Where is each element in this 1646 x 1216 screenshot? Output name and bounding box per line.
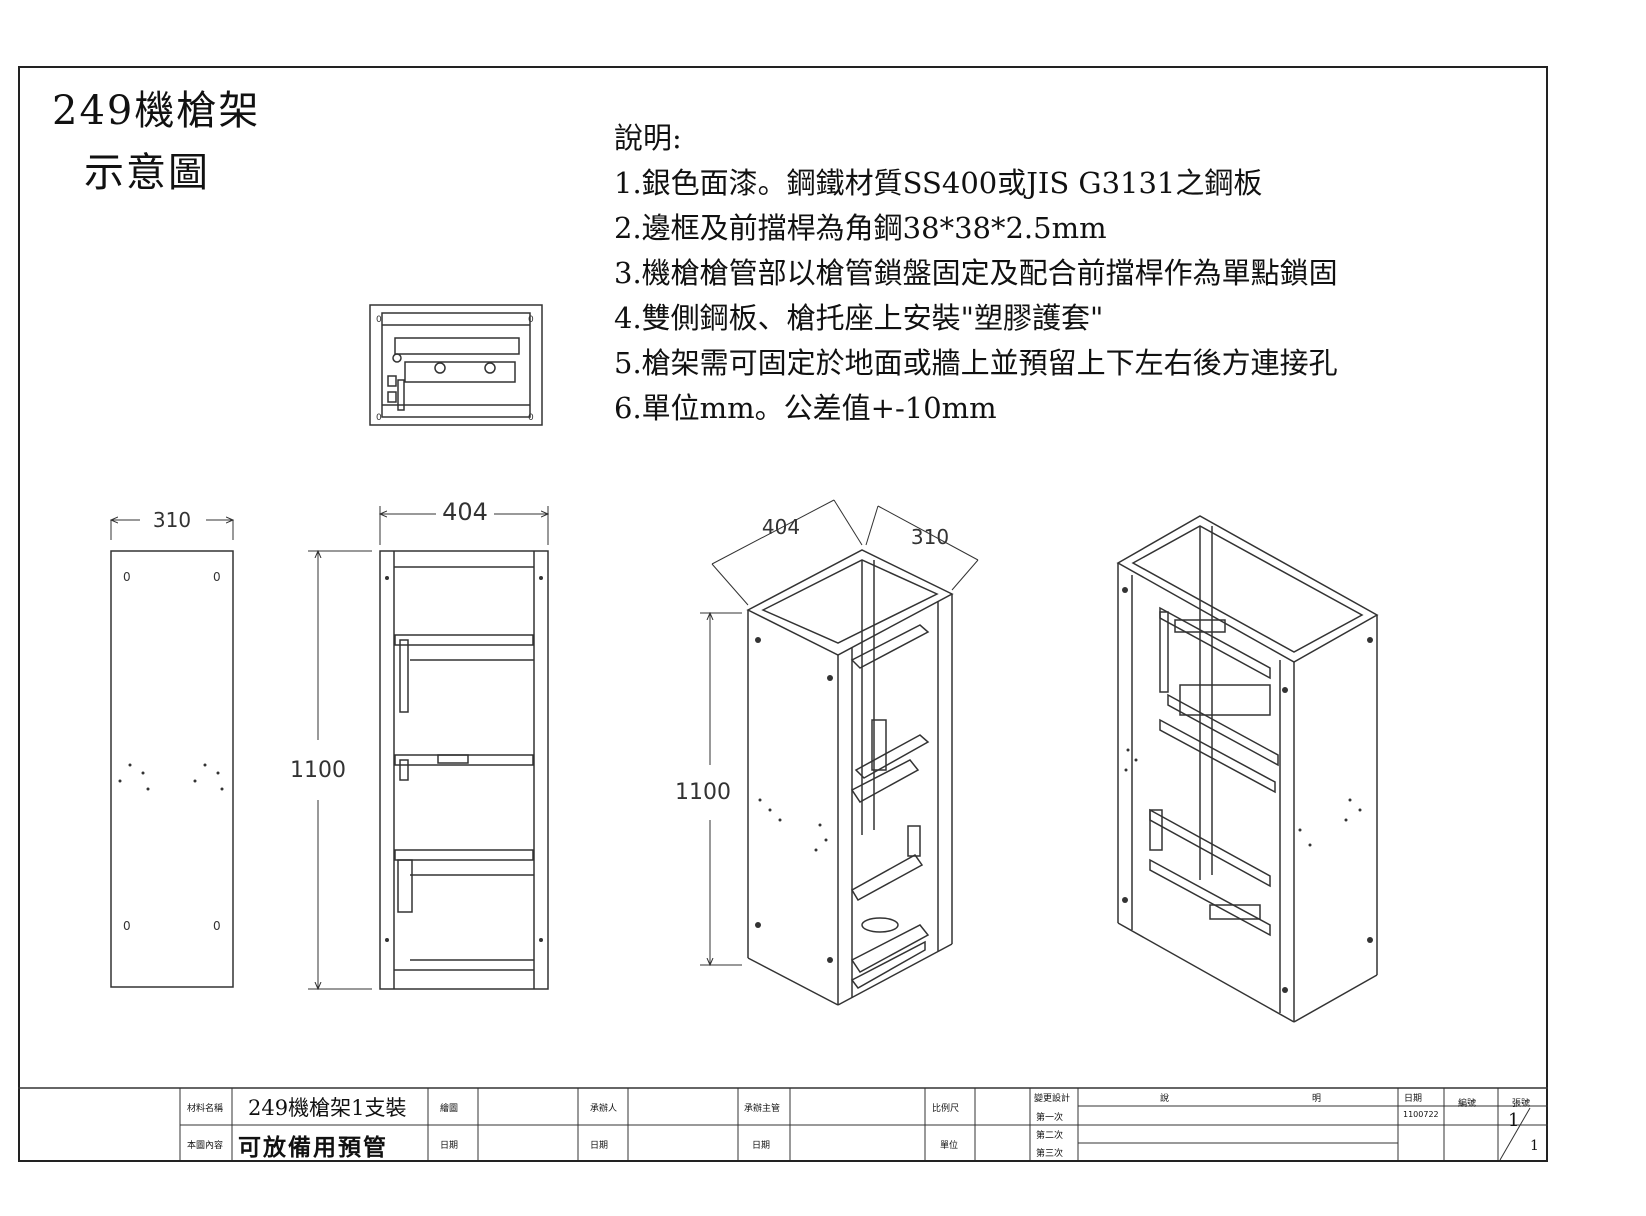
tb-sheet-label: 張號 [1512,1099,1531,1109]
svg-text:0: 0 [123,570,131,584]
top-view: 0 0 0 0 [369,304,543,426]
drawing-title: 249機槍架 [52,88,261,134]
tb-date-label-3: 日期 [752,1141,771,1151]
front-view: 404 1100 [290,498,548,989]
isometric-view-front: 404 310 1100 [675,499,979,1006]
tb-maker-label: 承辦人 [590,1104,618,1114]
note-3: 3.機槍槍管部以槍管鎖盤固定及配合前擋桿作為單點鎖固 [614,256,1338,290]
svg-text:0: 0 [376,315,382,325]
isometric-view-rear [1116,515,1379,1023]
drawing-subtitle: 示意圖 [84,150,210,196]
svg-text:0: 0 [213,919,221,933]
svg-text:0: 0 [528,315,534,325]
tb-drawn-label: 繪圖 [440,1104,459,1114]
tb-date-value: 1100722 [1403,1110,1439,1119]
notes-block: 說明: 1.銀色面漆。鋼鐵材質SS400或JIS G3131之鋼板 2.邊框及前… [614,116,1338,431]
svg-text:0: 0 [528,413,534,423]
tb-material-label: 材料名稱 [187,1104,224,1114]
tb-rev-2: 第二次 [1036,1131,1064,1141]
tb-number-label: 編號 [1458,1099,1477,1109]
dim-front-height: 1100 [290,758,346,783]
dim-iso-height: 1100 [675,780,731,805]
side-view: 0 0 0 0 310 [111,508,233,988]
svg-text:0: 0 [123,919,131,933]
dim-front-width: 404 [442,498,488,526]
svg-text:0: 0 [376,413,382,423]
note-2: 2.邊框及前擋桿為角鋼38*38*2.5mm [614,211,1107,245]
tb-sheet-total: 1 [1530,1138,1539,1154]
note-6: 6.單位mm。公差值+-10mm [614,391,997,425]
tb-sheet-num: 1 [1508,1110,1520,1131]
tb-supervisor-label: 承辦主管 [744,1104,781,1114]
tb-material-value: 249機槍架1支裝 [248,1096,407,1120]
tb-scale-label: 比例尺 [932,1104,960,1114]
drawing-sheet [18,66,1548,1162]
tb-desc-label-a: 說 [1160,1094,1170,1104]
tb-revision-label: 變更設計 [1034,1094,1071,1104]
tb-date-col-label: 日期 [1404,1094,1423,1104]
notes-heading: 說明: [614,121,682,155]
tb-rev-1: 第一次 [1036,1113,1064,1123]
tb-rev-3: 第三次 [1036,1149,1064,1159]
note-4: 4.雙側鋼板、槍托座上安裝"塑膠護套" [614,301,1104,335]
tb-content-value: 可放備用預管 [238,1134,388,1161]
title-block [18,1087,1548,1161]
svg-text:0: 0 [213,570,221,584]
tb-unit-label: 單位 [940,1141,959,1151]
tb-desc-label-b: 明 [1312,1094,1322,1104]
tb-content-label: 本圖內容 [187,1141,224,1151]
tb-date-label-1: 日期 [440,1141,459,1151]
dim-iso-depth: 310 [911,525,949,549]
note-1: 1.銀色面漆。鋼鐵材質SS400或JIS G3131之鋼板 [614,166,1263,200]
note-5: 5.槍架需可固定於地面或牆上並預留上下左右後方連接孔 [614,346,1338,380]
dim-iso-width: 404 [762,515,800,539]
tb-date-label-2: 日期 [590,1141,609,1151]
dim-side-width: 310 [153,508,191,532]
